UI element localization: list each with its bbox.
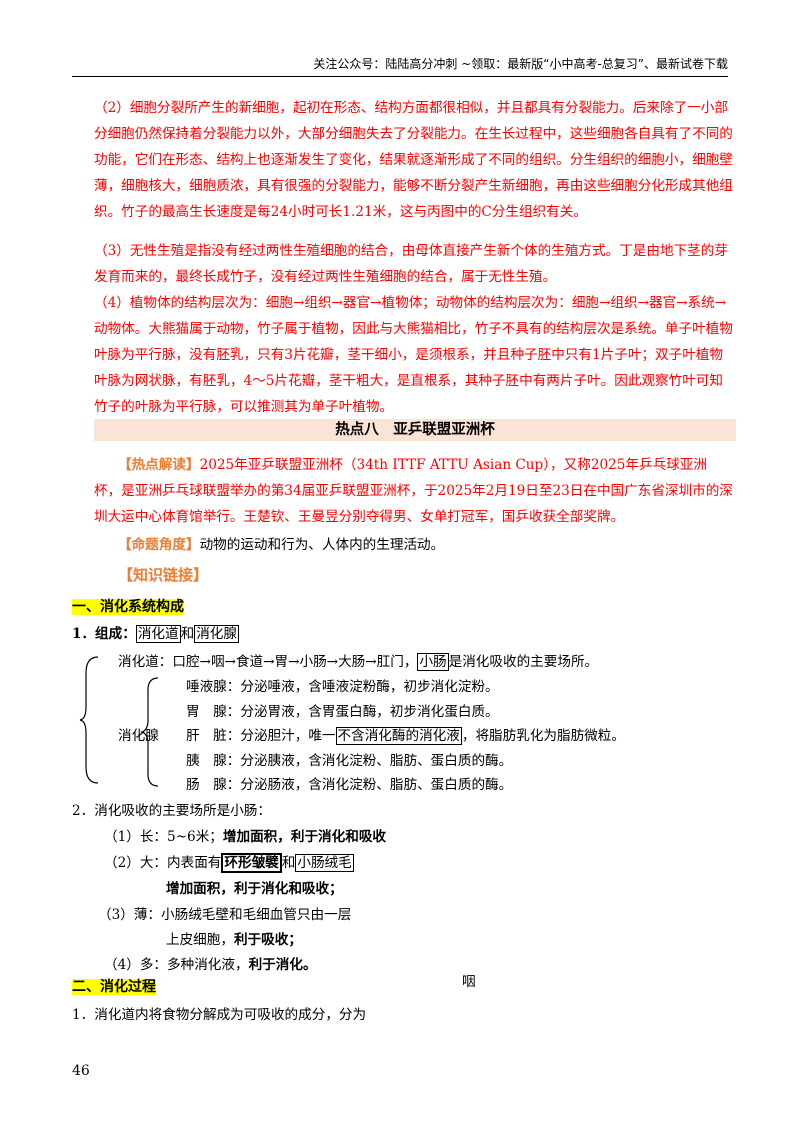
digestive-gland-label: 消化腺: [118, 728, 159, 744]
bile-box: 不含消化酶的消化液: [335, 727, 462, 745]
part2-heading: 二、消化过程: [72, 979, 156, 995]
hot-topic-label: 【热点解读】: [118, 457, 200, 473]
composition-line: 1．组成：消化道和消化腺: [72, 625, 239, 643]
part2-item1: 1．消化道内将食物分解成为可吸收的成分，分为: [72, 1007, 367, 1023]
answer-paragraph-2: （2）细胞分裂所产生的新细胞，起初在形态、结构方面都很相似，并且都具有分裂能力。…: [94, 100, 733, 220]
gland-row-saliva: 唾液腺：分泌唾液，含唾液淀粉酶，初步消化淀粉。: [186, 679, 499, 695]
part1-heading: 一、消化系统构成: [72, 599, 184, 615]
sub3-line: （3）薄：小肠绒毛壁和毛细血管只由一层: [98, 907, 352, 923]
sub2-effect: 增加面积，利于消化和吸收；: [166, 881, 343, 897]
gland-row-stomach: 胃 腺：分泌胃液，含胃蛋白酶，初步消化蛋白质。: [186, 704, 499, 720]
sub2-line: （2）大：内表面有环形皱襞和小肠绒毛: [104, 853, 354, 873]
circular-folds-box: 环形皱襞: [221, 853, 282, 873]
inner-brace: [140, 677, 159, 787]
angle-line: 【命题角度】动物的运动和行为、人体内的生理活动。: [118, 533, 444, 553]
page-number: 46: [72, 1063, 90, 1079]
answer-paragraph-4: （4）植物体的结构层次为：细胞→组织→器官→植物体；动物体的结构层次为：细胞→组…: [94, 295, 733, 415]
gland-row-pancreas: 胰 腺：分泌胰液，含消化淀粉、脂肪、蛋白质的酶。: [186, 753, 513, 769]
section-title: 热点八 亚乒联盟亚洲杯: [94, 419, 736, 441]
sub4-line: （4）多：多种消化液，利于消化。: [104, 957, 317, 973]
header-divider: [72, 76, 728, 77]
small-intestine-box: 小肠: [417, 653, 449, 671]
gland-row-intestinal: 肠 腺：分泌肠液，含消化淀粉、脂肪、蛋白质的酶。: [186, 777, 513, 793]
villi-box: 小肠绒毛: [295, 854, 354, 872]
hot-topic-text: 2025年亚乒联盟亚洲杯（34th ITTF ATTU Asian Cup），又…: [94, 457, 733, 525]
digestive-tract-box: 消化道: [135, 625, 181, 643]
angle-text: 动物的运动和行为、人体内的生理活动。: [199, 537, 445, 553]
digestive-tract-line: 消化道：口腔→咽→食道→胃→小肠→大肠→肛门，小肠是消化吸收的主要场所。: [118, 653, 599, 671]
digestive-gland-box: 消化腺: [194, 625, 239, 643]
stray-character: 咽: [462, 974, 476, 990]
answer-paragraph-3: （3）无性生殖是指没有经过两性生殖细胞的结合，由母体直接产生新个体的生殖方式。丁…: [94, 243, 728, 285]
angle-label: 【命题角度】: [118, 537, 200, 553]
item2-line: 2．消化吸收的主要场所是小肠：: [72, 803, 271, 819]
page-header: 关注公众号：陆陆高分冲刺 ~领取：最新版“小中高考-总复习”、最新试卷下载: [313, 57, 728, 71]
outer-brace: [79, 656, 99, 784]
hot-topic-paragraph: 【热点解读】2025年亚乒联盟亚洲杯（34th ITTF ATTU Asian …: [94, 452, 734, 530]
sub1-line: （1）长：5~6米；增加面积，利于消化和吸收: [104, 829, 387, 845]
knowledge-link-label: 【知识链接】: [118, 566, 209, 584]
sub3-cont: 上皮细胞，利于吸收；: [166, 932, 302, 948]
gland-row-liver: 肝 脏：分泌胆汁，唯一不含消化酶的消化液，将脂肪乳化为脂肪微粒。: [186, 727, 625, 745]
